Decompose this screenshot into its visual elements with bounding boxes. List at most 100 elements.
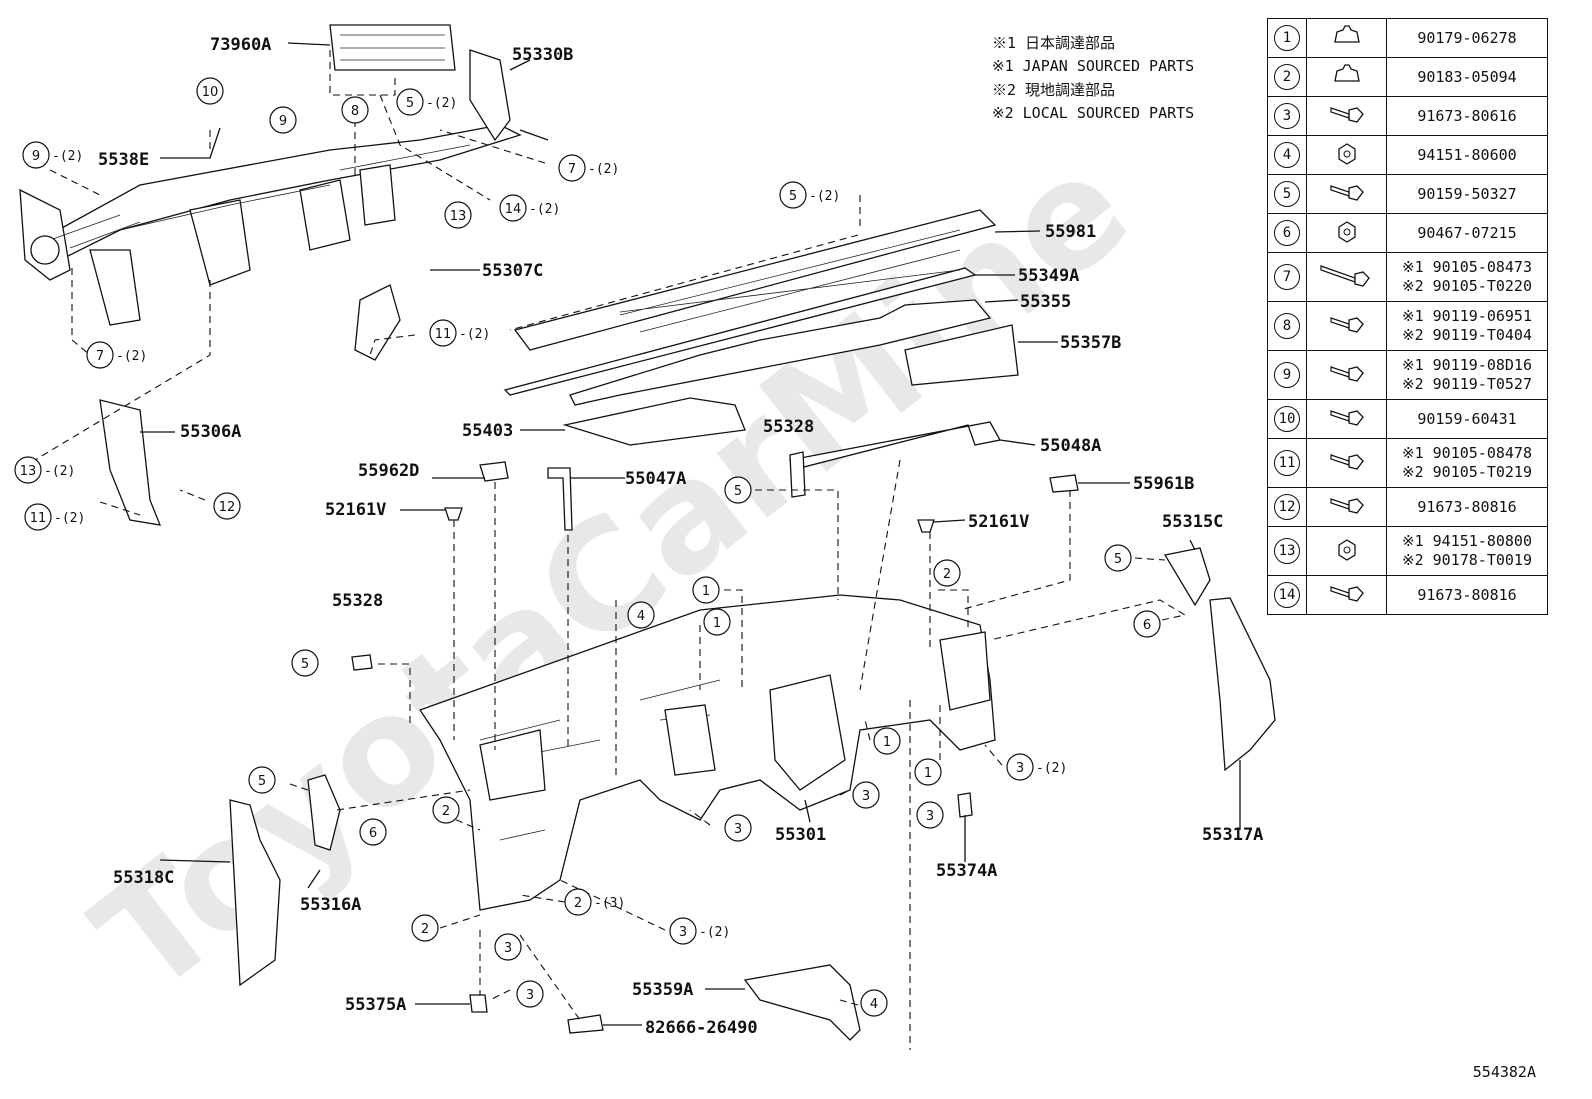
note-line: ※2 現地調達部品	[992, 81, 1115, 99]
callout-11: 11-(2)	[24, 503, 85, 531]
fastener-icon	[1306, 526, 1387, 576]
table-callout-number: 7	[1267, 252, 1307, 302]
part-code: ※1 90119-08D16	[1402, 356, 1532, 374]
callout-7: 7-(2)	[86, 341, 147, 369]
fastener-icon	[1306, 213, 1387, 253]
label-55359A: 55359A	[632, 980, 693, 1000]
svg-text:3: 3	[862, 789, 870, 804]
callout-14: 14-(2)	[499, 194, 560, 222]
callout-6: 6	[1133, 610, 1161, 638]
fastener-icon	[1306, 575, 1387, 615]
svg-text:4: 4	[870, 997, 878, 1012]
part-code-cell: ※1 94151-80800※2 90178-T0019	[1386, 526, 1548, 576]
part-code-cell: 90467-07215	[1386, 213, 1548, 253]
callout-4: 4	[860, 989, 888, 1017]
callout-9: 9-(2)	[22, 141, 83, 169]
svg-text:13: 13	[450, 209, 467, 224]
part-code-cell: 91673-80816	[1386, 487, 1548, 527]
label-55330B: 55330B	[512, 45, 573, 65]
table-callout-number: 4	[1267, 135, 1307, 175]
svg-text:5: 5	[734, 484, 742, 499]
part-code-cell: 90159-50327	[1386, 174, 1548, 214]
svg-text:1: 1	[713, 616, 721, 631]
callout-5: 5	[724, 476, 752, 504]
callout-10: 10	[196, 77, 224, 105]
label-55962D: 55962D	[358, 461, 419, 481]
svg-text:1: 1	[883, 735, 891, 750]
callout-3: 3	[916, 801, 944, 829]
callout-3: 3	[852, 781, 880, 809]
leader-lines	[34, 42, 1241, 1050]
svg-text:6: 6	[1143, 618, 1151, 633]
parts-table-row: 11※1 90105-08478※2 90105-T0219	[1267, 438, 1548, 488]
svg-text:-(2): -(2)	[459, 327, 490, 342]
parts-table-row: 4 94151-80600	[1267, 135, 1548, 175]
part-code: 91673-80616	[1417, 106, 1517, 125]
table-callout-number: 2	[1267, 57, 1307, 97]
note-line: ※2 LOCAL SOURCED PARTS	[992, 104, 1194, 122]
part-code: 91673-80816	[1417, 497, 1517, 516]
label-55375A: 55375A	[345, 995, 406, 1015]
svg-text:11: 11	[435, 327, 452, 342]
label-5538E: 5538E	[98, 150, 149, 170]
svg-text:1: 1	[702, 584, 710, 599]
parts-table-row: 7 ※1 90105-08473※2 90105-T0220	[1267, 252, 1548, 302]
callout-1: 1	[873, 727, 901, 755]
label-73960A: 73960A	[210, 35, 271, 55]
callout-5: 5	[248, 766, 276, 794]
part-code-cell: 91673-80816	[1386, 575, 1548, 615]
svg-text:7: 7	[96, 349, 104, 364]
part-code-cell: 91673-80616	[1386, 96, 1548, 136]
label-55315C: 55315C	[1162, 512, 1223, 532]
callout-1: 1	[703, 608, 731, 636]
callout-3: 3-(2)	[669, 917, 730, 945]
svg-text:4: 4	[637, 609, 645, 624]
svg-text:3: 3	[926, 809, 934, 824]
part-code: 90183-05094	[1417, 67, 1517, 86]
label-55307C: 55307C	[482, 261, 543, 281]
table-callout-number: 11	[1267, 438, 1307, 488]
svg-text:10: 10	[202, 85, 219, 100]
fastener-icon	[1306, 18, 1387, 58]
table-callout-number: 8	[1267, 301, 1307, 351]
part-code: 90159-50327	[1417, 184, 1517, 203]
label-55357B: 55357B	[1060, 333, 1121, 353]
svg-text:5: 5	[789, 189, 797, 204]
label-82666-26490: 82666-26490	[645, 1018, 758, 1038]
label-55301: 55301	[775, 825, 826, 845]
svg-text:2: 2	[421, 922, 429, 937]
callout-3: 3	[494, 933, 522, 961]
svg-text:-(2): -(2)	[44, 464, 75, 479]
callout-3: 3	[724, 814, 752, 842]
label-55374A: 55374A	[936, 861, 997, 881]
part-code-cell: 94151-80600	[1386, 135, 1548, 175]
svg-text:1: 1	[924, 766, 932, 781]
svg-text:-(2): -(2)	[54, 511, 85, 526]
part-code: 94151-80600	[1417, 145, 1517, 164]
label-55316A: 55316A	[300, 895, 361, 915]
callout-6: 6	[359, 818, 387, 846]
label-55328-lower: 55328	[332, 591, 383, 611]
fastener-icon	[1306, 487, 1387, 527]
part-code-cell: ※1 90105-08473※2 90105-T0220	[1386, 252, 1548, 302]
table-callout-number: 10	[1267, 399, 1307, 439]
part-code-cell: ※1 90119-06951※2 90119-T0404	[1386, 301, 1548, 351]
fastener-icon	[1306, 252, 1387, 302]
svg-text:2: 2	[943, 567, 951, 582]
svg-text:13: 13	[20, 464, 37, 479]
callout-5: 5	[291, 649, 319, 677]
svg-text:5: 5	[1114, 552, 1122, 567]
part-code: ※1 90119-06951	[1402, 307, 1532, 325]
callout-13: 13 -(2)	[14, 456, 75, 484]
table-callout-number: 1	[1267, 18, 1307, 58]
svg-text:-(2): -(2)	[588, 162, 619, 177]
callout-13: 13	[444, 201, 472, 229]
callout-4: 4	[627, 601, 655, 629]
panel-reinforcement-drawing	[19, 24, 522, 526]
callout-9: 9	[269, 106, 297, 134]
instrument-panel-drawing	[229, 507, 1276, 1041]
